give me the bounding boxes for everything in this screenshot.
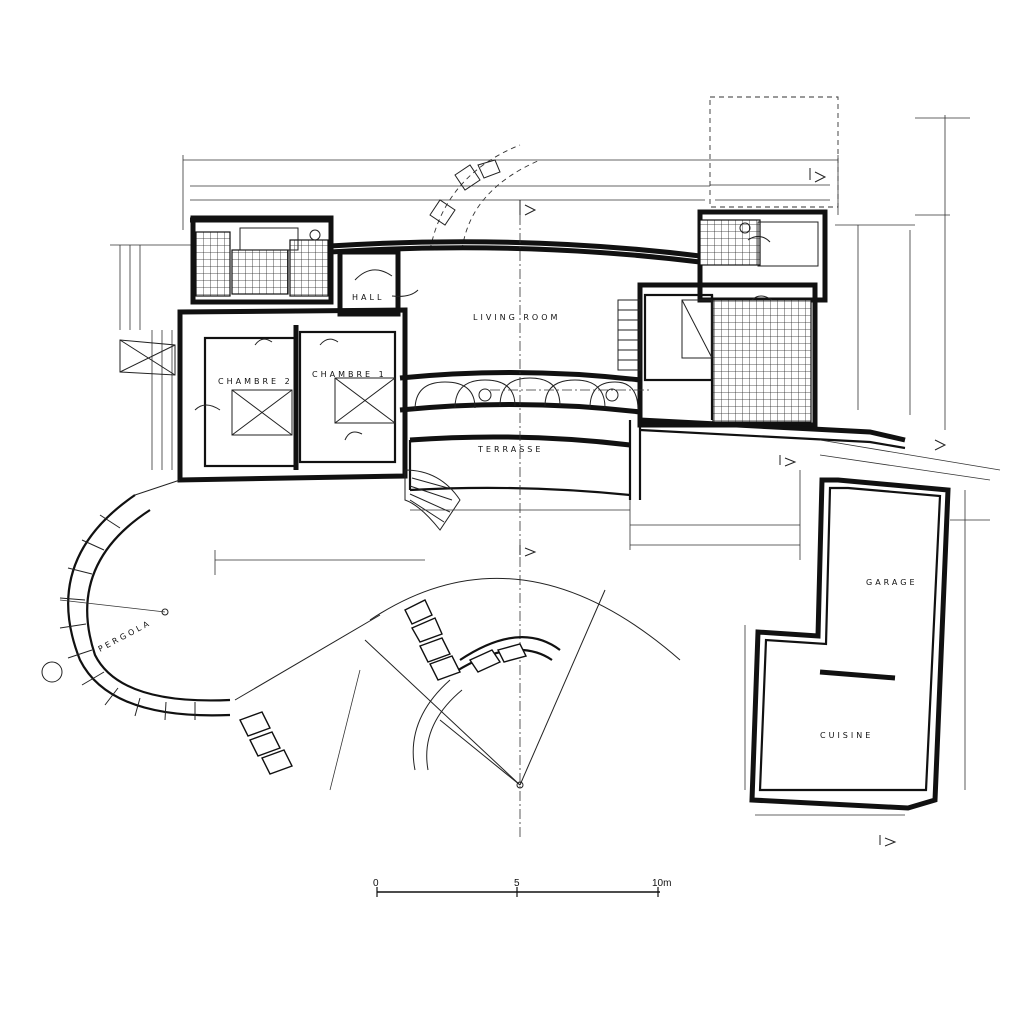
- scale-bar: 0 5 10m: [373, 878, 671, 897]
- room-label-terrasse: TERRASSE: [477, 445, 543, 454]
- scale-label-start: 0: [373, 878, 379, 889]
- section-markers: [519, 168, 947, 847]
- stepping-stones: [239, 599, 528, 775]
- room-label-chambre-2: CHAMBRE 2: [218, 377, 293, 386]
- garden-arc: [234, 577, 681, 791]
- stairs: [404, 299, 641, 531]
- left-dimension-lines: [110, 244, 200, 470]
- room-label-cuisine: CUISINE: [820, 731, 873, 740]
- room-label-pergola: PERGOLA: [97, 618, 153, 654]
- room-label-garage: GARAGE: [866, 578, 918, 587]
- terrace-dimension-lines: [214, 470, 801, 575]
- tiled-floors: [195, 219, 819, 423]
- room-label-chambre-1: CHAMBRE 1: [312, 370, 387, 379]
- pergola-structure: [41, 479, 231, 721]
- scale-label-end: 10m: [652, 878, 671, 889]
- entrance-path: [429, 144, 541, 251]
- beds: [231, 299, 713, 436]
- arcade-arches: [414, 377, 639, 411]
- door-swings: [194, 236, 773, 441]
- top-dimension-lines: [182, 96, 970, 430]
- room-label-living-room: LIVING ROOM: [473, 313, 560, 322]
- garage-block: [744, 439, 1001, 816]
- scale-label-mid: 5: [514, 878, 520, 889]
- room-label-hall: HALL: [352, 293, 384, 302]
- axis-lines: [490, 215, 650, 840]
